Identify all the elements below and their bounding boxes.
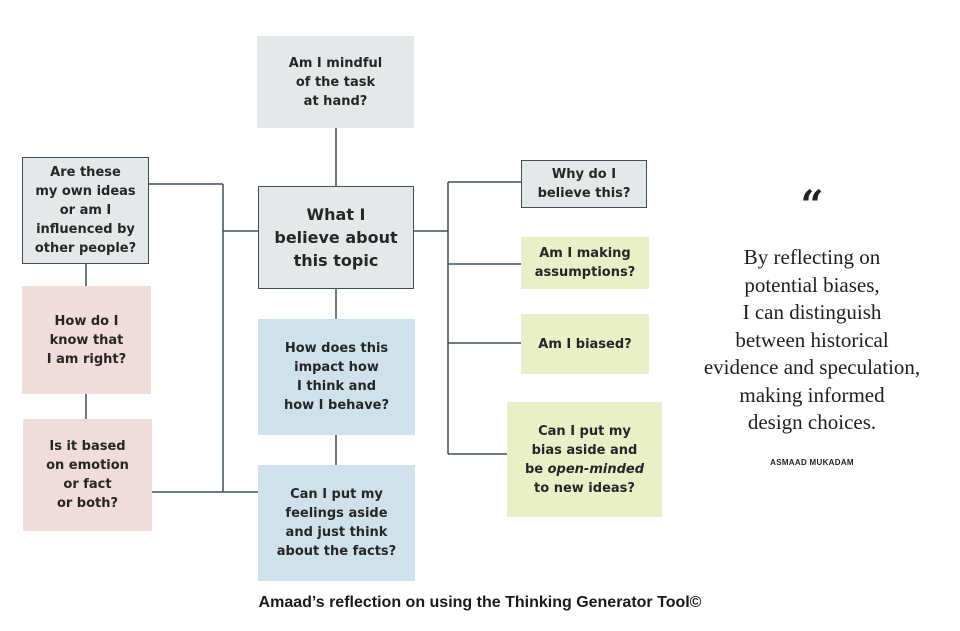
box-feelings-aside: Can I put my feelings aside and just thi… [258, 465, 415, 581]
figure-caption: Amaad’s reflection on using the Thinking… [258, 594, 702, 611]
box-assumptions: Am I making assumptions? [521, 237, 649, 289]
box-own-ideas: Are these my own ideas or am I influence… [22, 157, 149, 264]
box-know-right: How do I know that I am right? [22, 286, 151, 394]
quote-text: By reflecting on potential biases, I can… [703, 245, 921, 434]
box-what-i-believe: What I believe about this topic [258, 186, 414, 289]
quote-author: ASMAAD MUKADAM [770, 458, 854, 467]
box-impact: How does this impact how I think and how… [258, 319, 415, 435]
box-biased: Am I biased? [521, 314, 649, 374]
box-mindful-task: Am I mindful of the task at hand? [257, 36, 414, 128]
open-minded-emphasis: open-minded [547, 461, 645, 477]
quote-mark-icon: “ [800, 182, 824, 229]
box-bias-aside: Can I put my bias aside and be open-mind… [507, 402, 662, 517]
box-emotion-fact: Is it based on emotion or fact or both? [23, 419, 152, 531]
box-why-believe: Why do I believe this? [521, 160, 647, 208]
